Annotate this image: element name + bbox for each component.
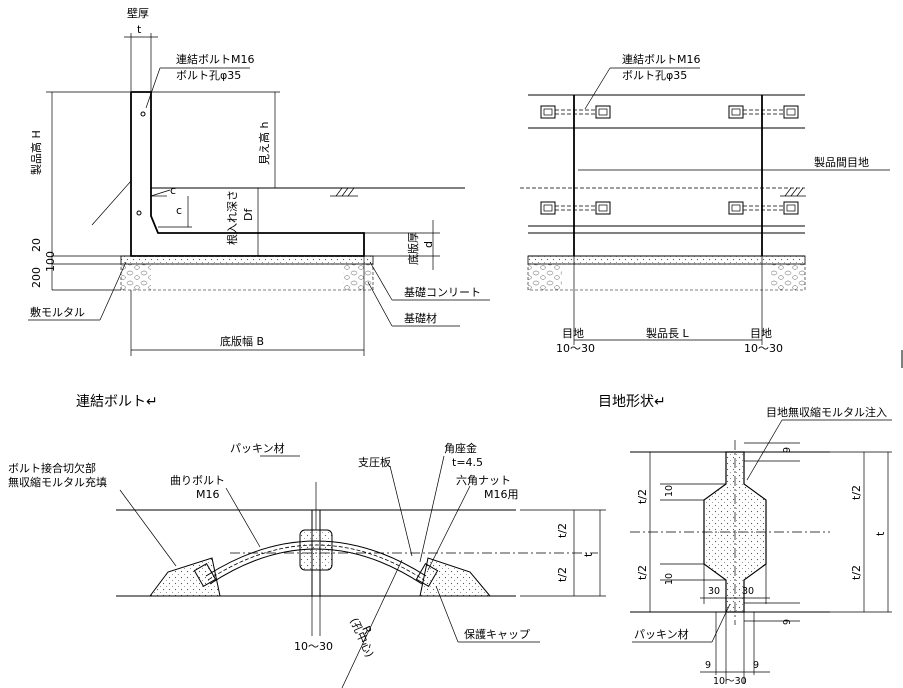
hex-nut-spec-label: M16用 [484, 488, 519, 501]
joint-gap-label: 10～30 [713, 676, 747, 687]
wall-thickness-label: 壁厚 [127, 6, 149, 20]
product-length-label: 製品長 L [646, 326, 689, 340]
ground-hatch [330, 187, 358, 197]
d-label: d [422, 241, 435, 248]
dim-10-top: 10 [664, 485, 675, 497]
joint-half-t-left-1: t/2 [636, 489, 649, 504]
wall-t-label: t [137, 23, 142, 36]
cross-section-view: 壁厚 t 連結ボルトM16 ボルト孔φ35 製品高 H 見え高 h 根入れ深さ [28, 6, 490, 356]
joint-half-t-right-2: t/2 [850, 565, 863, 580]
bolt-set-top-right [728, 105, 799, 119]
bolt-spec-label: 連結ボルトM16 [176, 52, 255, 66]
bolt-half-t-1: t/2 [556, 523, 569, 538]
bent-bolt-label: 曲りボルト [170, 474, 225, 487]
bolt-hole-label: ボルト孔φ35 [176, 69, 241, 82]
dim-30-left: 30 [708, 586, 720, 597]
base-width-label: 底版幅 B [220, 334, 264, 348]
product-joint-label: 製品間目地 [814, 155, 869, 169]
joint-half-t-right-1: t/2 [850, 485, 863, 500]
radius-note-label: (孔中心) [347, 616, 376, 659]
c-label-1: c [170, 184, 176, 197]
bolt-detail-view: ボルト接合切欠部 無収縮モルタル充填 曲りボルト M16 パッキン材 支圧板 角… [8, 441, 606, 688]
front-bolt-spec-label: 連結ボルトM16 [622, 52, 701, 66]
joint-detail-view: 目地無収縮モルタル注入 9 10 10 30 30 9 t/2 t/2 t/2 … [630, 405, 892, 687]
ground-hatch-right [780, 187, 806, 197]
dim-9-bottom-right: 9 [753, 660, 759, 671]
joint-left-range: 10～30 [556, 342, 595, 355]
foundation-material-label: 基礎材 [404, 311, 437, 325]
foundation-concrete-label: 基礎コンリート [404, 286, 481, 299]
grout-label: 無収縮モルタル充填 [8, 475, 107, 489]
dim-200: 200 [30, 267, 43, 288]
visible-height-label: 見え高 h [257, 122, 271, 165]
front-view: 連結ボルトM16 ボルト孔φ35 製品間目地 目地 10～30 製品長 L 目地… [520, 52, 890, 355]
dim-9-top: 9 [782, 447, 793, 453]
mortar-label: 敷モルタル [30, 305, 85, 319]
c-label-2: c [176, 204, 182, 217]
bolt-section-title: 連結ボルト↵ [76, 394, 158, 410]
dim-9-right: 9 [782, 619, 793, 625]
cutout-label: ボルト接合切欠部 [8, 461, 96, 475]
bearing-plate-label: 支圧板 [358, 455, 391, 469]
square-washer-label: 角座金 [444, 441, 477, 455]
joint-right-label: 目地 [750, 327, 772, 340]
bolt-half-t-2: t/2 [556, 567, 569, 582]
joint-section-title: 目地形状↵ [598, 394, 666, 410]
front-bolt-hole-label: ボルト孔φ35 [622, 69, 687, 82]
dim-10-bottom: 10 [664, 573, 675, 585]
bolt-set-top-left [540, 105, 611, 119]
cap-label: 保護キャップ [464, 627, 530, 641]
dim-20: 20 [30, 238, 43, 252]
packing-label: パッキン材 [230, 441, 285, 455]
joint-t-label: t [874, 531, 887, 536]
dim-100: 100 [44, 251, 57, 272]
joint-left-label: 目地 [562, 327, 584, 340]
product-height-label: 製品高 H [29, 130, 43, 175]
dim-30-right: 30 [742, 586, 754, 597]
injection-label: 目地無収縮モルタル注入 [766, 405, 887, 419]
joint-half-t-left-2: t/2 [636, 565, 649, 580]
hex-nut-label: 六角ナット [456, 474, 511, 487]
joint-right-range: 10～30 [744, 342, 783, 355]
dim-9-bottom-left: 9 [705, 660, 711, 671]
base-thickness-label: 底版厚 [406, 232, 420, 265]
bolt-gap-label: 10～30 [294, 640, 333, 653]
embed-depth-label: 根入れ深さ [225, 190, 239, 245]
bolt-t-label: t [582, 552, 595, 557]
bolt-set-bottom-left [540, 201, 611, 215]
bolt-set-bottom-right [728, 201, 799, 215]
bent-bolt-m16: M16 [196, 488, 220, 501]
df-label: Df [242, 208, 255, 221]
joint-packing-label: パッキン材 [634, 627, 689, 641]
washer-thickness-label: t=4.5 [452, 456, 483, 469]
